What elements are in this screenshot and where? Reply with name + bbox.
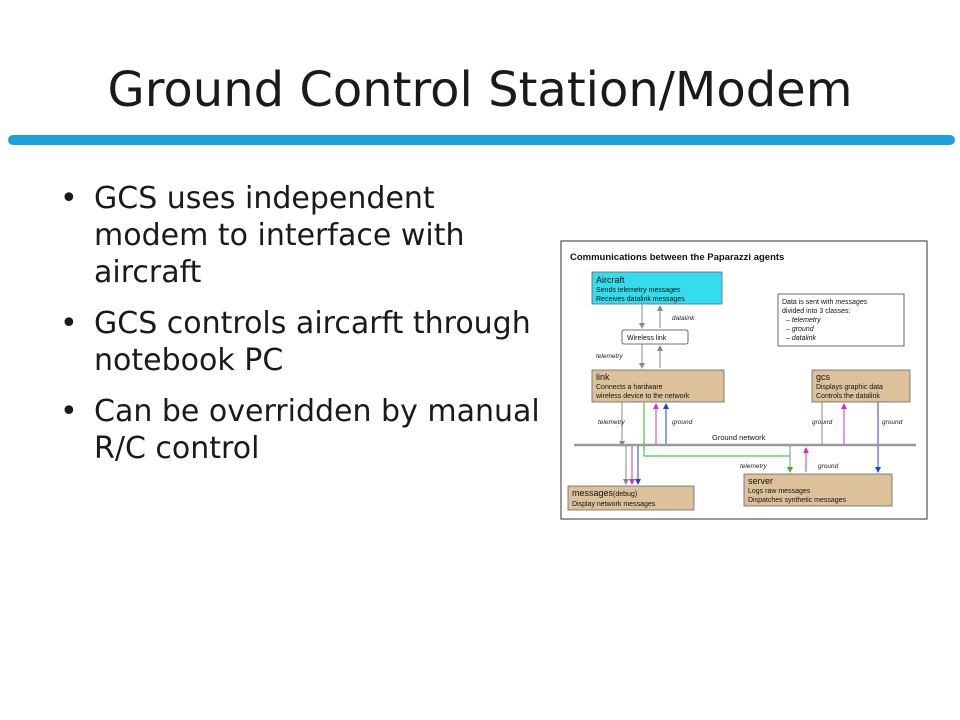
messages-name: messages(debug) xyxy=(572,488,637,498)
bus-ground-label-2: ground xyxy=(812,419,833,426)
server-name: server xyxy=(748,476,773,486)
bullet-item: • GCS controls aircarft through notebook … xyxy=(60,305,540,379)
gcs-line1: Displays graphic data xyxy=(816,384,883,391)
bullet-icon: • xyxy=(60,181,78,216)
messages-line1: Display network messages xyxy=(572,501,656,508)
note-line1a: Data is sent with xyxy=(782,299,833,306)
bullet-text: GCS controls aircarft through notebook P… xyxy=(94,306,531,378)
ground-network-label: Ground network xyxy=(712,433,766,442)
bullet-text: GCS uses independent modem to interface … xyxy=(94,181,465,290)
bus-telemetry-label: telemetry xyxy=(598,419,625,426)
gcs-box-bg xyxy=(811,369,911,403)
note-line2: divided into 3 classes: xyxy=(782,308,851,315)
messages-box: messages(debug) Display network messages xyxy=(567,485,695,511)
link-box: link Connects a hardware wireless device… xyxy=(591,369,725,403)
server-line2: Dispatches synthetic messages xyxy=(748,497,847,504)
aircraft-name: Aircraft xyxy=(596,275,625,285)
bullet-text: Can be overridden by manual R/C control xyxy=(94,394,540,466)
messages-name-suffix: (debug) xyxy=(613,491,637,498)
wireless-link-box xyxy=(621,329,689,345)
telemetry-label-upper: telemetry xyxy=(596,353,623,360)
note-line1b: messages xyxy=(835,299,867,306)
bullet-icon: • xyxy=(60,306,78,341)
link-line2: wireless device to the network xyxy=(595,393,690,400)
note-line1: Data is sent with messages xyxy=(782,299,868,306)
bullet-item: • Can be overridden by manual R/C control xyxy=(60,393,540,467)
diagram-heading: Communications between the Paparazzi age… xyxy=(570,252,784,263)
aircraft-line1: Sends telemetry messages xyxy=(596,287,681,294)
bullet-icon: • xyxy=(60,394,78,429)
note-class-ground: – ground xyxy=(785,326,815,333)
aircraft-box: Aircraft Sends telemetry messages Receiv… xyxy=(591,271,723,305)
bullet-item: • GCS uses independent modem to interface… xyxy=(60,180,540,291)
gcs-line2: Controls the datalink xyxy=(816,393,880,400)
bus-ground-label-1: ground xyxy=(672,419,693,426)
bullet-list: • GCS uses independent modem to interface… xyxy=(60,180,540,481)
lower-ground-label: ground xyxy=(818,463,839,470)
datalink-label: datalink xyxy=(672,315,695,322)
note-class-telemetry: – telemetry xyxy=(785,317,821,324)
link-line1: Connects a hardware xyxy=(596,384,663,391)
lower-telemetry-label: telemetry xyxy=(740,463,767,470)
server-box: server Logs raw messages Dispatches synt… xyxy=(743,473,893,507)
slide-title: Ground Control Station/Modem xyxy=(107,62,853,118)
communications-diagram: Communications between the Paparazzi age… xyxy=(560,240,928,520)
gcs-name: gcs xyxy=(816,372,831,382)
title-underline xyxy=(8,135,955,145)
bus-ground-label-3: ground xyxy=(882,419,903,426)
link-box-bg xyxy=(591,369,725,403)
server-line1: Logs raw messages xyxy=(748,488,811,495)
messages-name-main: messages xyxy=(572,488,614,498)
gcs-box: gcs Displays graphic data Controls the d… xyxy=(811,369,911,403)
link-name: link xyxy=(596,372,610,382)
server-box-bg xyxy=(743,473,893,507)
aircraft-box-bg xyxy=(591,271,723,305)
messages-box-bg xyxy=(567,485,695,511)
note-class-datalink: – datalink xyxy=(785,335,816,342)
wireless-link-label: Wireless link xyxy=(627,335,667,342)
aircraft-line2: Receives datalink messages xyxy=(596,296,685,303)
note-box-bg xyxy=(777,293,905,347)
message-classes-note: Data is sent with messages divided into … xyxy=(777,293,905,347)
